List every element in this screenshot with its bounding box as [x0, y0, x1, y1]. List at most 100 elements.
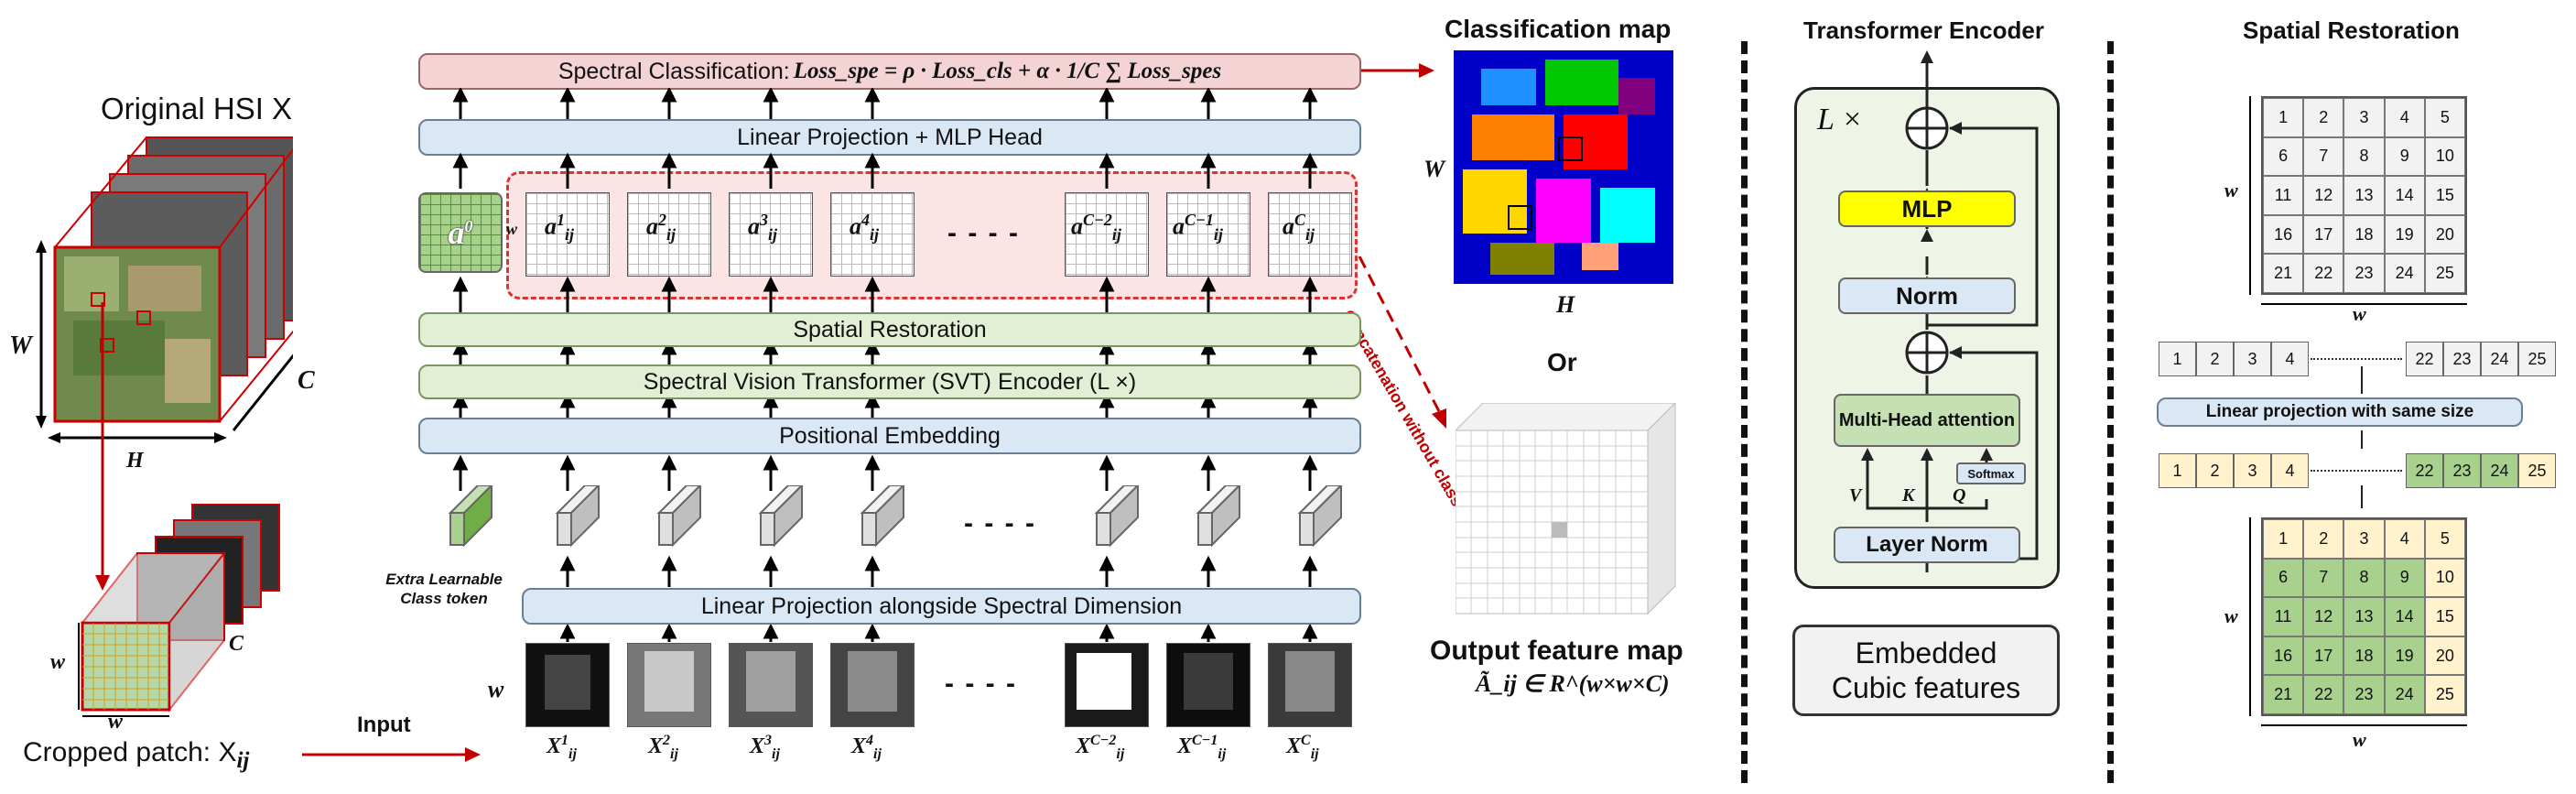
- output-feature-formula: Ã_ij ∈ R^(w×w×C): [1476, 670, 1670, 697]
- embedded-box: Embedded Cubic features: [1792, 625, 2060, 716]
- top-grid-cell: 22: [2303, 254, 2344, 293]
- bottom-grid-cell: 22: [2303, 675, 2344, 714]
- bottom-row-cell-25: 25: [2518, 453, 2556, 488]
- bottom-grid-cell: 7: [2303, 558, 2344, 598]
- patch-axes: [78, 623, 169, 717]
- patch-ac: [1268, 192, 1352, 277]
- linear-spectral-bar: Linear Projection alongside Spectral Dim…: [522, 588, 1361, 625]
- bottom-grid-cell: 25: [2424, 675, 2465, 714]
- label-a1: a1ij: [545, 211, 575, 244]
- bottom-grid-cell: 15: [2424, 597, 2465, 636]
- mlp-box: MLP: [1838, 190, 2016, 227]
- bottom-row-cell-2: 2: [2196, 453, 2234, 488]
- class-token-label: Extra Learnable Class token: [385, 571, 503, 607]
- top-grid-cell: 24: [2384, 254, 2425, 293]
- top-grid-cell: 20: [2424, 214, 2465, 255]
- label-q: Q: [1953, 485, 1966, 506]
- top-row-cell-23: 23: [2443, 342, 2481, 376]
- bottom-row-cell-22: 22: [2406, 453, 2443, 488]
- label-ac2: aC−2ij: [1071, 211, 1121, 244]
- class-token-patch: a0: [418, 192, 503, 273]
- bottom-row-cell-23: 23: [2443, 453, 2481, 488]
- bottom-grid-cell: 1: [2263, 519, 2304, 559]
- hsi-cube: [36, 136, 293, 443]
- restoration-title: Spatial Restoration: [2243, 16, 2460, 44]
- label-ac: aCij: [1283, 211, 1315, 244]
- top-grid-cell: 13: [2343, 176, 2385, 215]
- hsi-axis-c: C: [298, 366, 315, 395]
- bottom-grid-cell: 9: [2384, 558, 2425, 598]
- bottom-grid-cell: 10: [2424, 558, 2465, 598]
- input-arrow: [302, 747, 481, 762]
- bottom-grid-cell: 21: [2263, 675, 2304, 714]
- patch-ac1: [1166, 192, 1250, 277]
- bottom-grid-axes: [2249, 517, 2467, 726]
- top-row-cell-2: 2: [2196, 342, 2234, 376]
- patch-a3: [729, 192, 813, 277]
- bottom-grid-cell: 3: [2343, 519, 2385, 559]
- crop-arrow: [95, 302, 110, 591]
- top-grid-cell: 3: [2343, 98, 2385, 137]
- top-row-cell-4: 4: [2271, 342, 2309, 376]
- patch-dashes: - - - -: [947, 218, 1020, 248]
- top-row-dots: [2311, 358, 2402, 360]
- hsi-title: Original HSI X: [101, 92, 293, 125]
- loss-bar: Spectral Classification: Loss_spe = ρ · …: [418, 53, 1361, 90]
- token-row: [448, 485, 1343, 548]
- bottom-grid-cell: 17: [2303, 636, 2344, 676]
- concat-arrow: [1358, 256, 1446, 429]
- top-grid-cell: 15: [2424, 176, 2465, 215]
- bottom-grid-cell: 18: [2343, 636, 2385, 676]
- separator-1: [1741, 41, 1748, 783]
- bottom-grid-cell: 19: [2384, 636, 2425, 676]
- patch-a4: [830, 192, 915, 277]
- restoration-arrows: [2361, 366, 2363, 508]
- x-image-c1: [1166, 643, 1250, 727]
- bottom-row-cell-1: 1: [2159, 453, 2196, 488]
- norm-box: Norm: [1838, 277, 2016, 314]
- label-a2: a2ij: [646, 211, 676, 244]
- xlabel-c: XCij: [1286, 733, 1319, 762]
- patch-a2: [627, 192, 711, 277]
- patch-axis-c: C: [229, 632, 244, 656]
- top-row-cell-25: 25: [2518, 342, 2556, 376]
- bottom-grid-cell: 2: [2303, 519, 2344, 559]
- vertical-arrows: [452, 88, 1318, 642]
- classification-map: [1454, 50, 1673, 284]
- top-grid-cell: 17: [2303, 214, 2344, 255]
- x-image-1: [525, 643, 610, 727]
- bottom-grid-cell: 16: [2263, 636, 2304, 676]
- bottom-grid-cell: 11: [2263, 597, 2304, 636]
- separator-2: [2107, 41, 2114, 783]
- label-a3: a3ij: [748, 211, 778, 244]
- top-grid-cell: 11: [2263, 176, 2304, 215]
- bottom-grid-axis-w-bottom: w: [2353, 728, 2366, 751]
- top-grid-cell: 10: [2424, 136, 2465, 177]
- cropped-patch: [80, 504, 280, 712]
- input-label: Input: [357, 712, 411, 737]
- label-k: K: [1902, 485, 1915, 506]
- top-grid-cell: 7: [2303, 136, 2344, 177]
- encoder-title: Transformer Encoder: [1803, 16, 2044, 44]
- softmax-box: Softmax: [1956, 462, 2026, 484]
- top-grid-axis-w-left: w: [2224, 179, 2238, 201]
- label-ac1: aC−1ij: [1173, 211, 1223, 244]
- output-feature-cube: [1456, 403, 1676, 615]
- top-grid-cell: 16: [2263, 214, 2304, 255]
- bottom-grid-cell: 23: [2343, 675, 2385, 714]
- top-row-cell-22: 22: [2406, 342, 2443, 376]
- mha-box: Multi-Head attention: [1834, 394, 2020, 447]
- linear-same-size-bar: Linear projection with same size: [2157, 397, 2523, 427]
- output-feature-title: Output feature map: [1430, 636, 1683, 666]
- bottom-grid-cell: 12: [2303, 597, 2344, 636]
- bottom-grid-cell: 8: [2343, 558, 2385, 598]
- xlabel-4: X4ij: [851, 733, 882, 762]
- top-grid-cell: 21: [2263, 254, 2304, 293]
- xlabel-c2: XC−2ij: [1076, 733, 1125, 762]
- layernorm-box: Layer Norm: [1834, 527, 2020, 563]
- top-grid-axis-w-bottom: w: [2353, 302, 2366, 325]
- patch-axis-w: w: [50, 650, 66, 674]
- bottom-grid-cell: 4: [2384, 519, 2425, 559]
